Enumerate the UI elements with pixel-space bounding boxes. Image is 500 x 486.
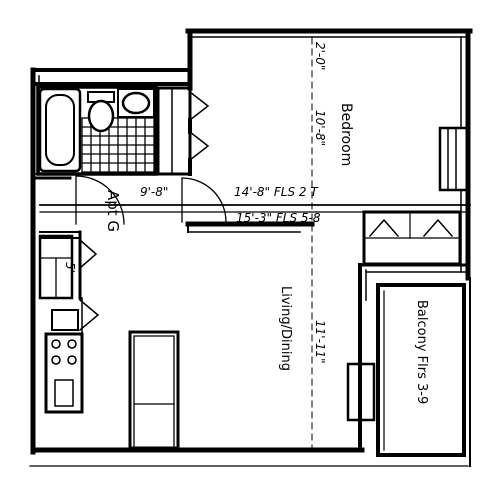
- bedroom-closet-doors: [368, 218, 454, 238]
- kitchen-counter-wall: [39, 231, 81, 239]
- bedroom-closet: [362, 210, 462, 266]
- bedroom-door-swing: [181, 177, 227, 223]
- span-lower-dimension: 15'-3" FLS 5-8: [236, 211, 321, 225]
- stove: [44, 332, 84, 414]
- bedroom-window: [438, 126, 470, 192]
- kitchen-dimension: 5': [63, 262, 77, 273]
- bath-door-swing: [75, 175, 125, 225]
- span-upper-dimension: 14'-8" FLS 2 T: [234, 185, 319, 199]
- apartment-label: Apt G: [104, 190, 122, 232]
- bathroom-tile-floor: [81, 117, 155, 173]
- balcony-label: Balcony Flrs 3-9: [414, 300, 429, 404]
- bedroom-label: Bedroom: [338, 103, 354, 166]
- dining-counter: [128, 330, 180, 450]
- balcony-outline: [376, 283, 466, 457]
- living-depth-dimension: 11'-11": [313, 320, 327, 364]
- bathtub: [38, 87, 82, 173]
- closet-bifold-door: [188, 90, 210, 122]
- bedroom-width-dimension: 2'-0": [313, 42, 327, 70]
- toilet: [87, 91, 115, 133]
- bedroom-depth-dimension: 10'-8": [313, 110, 327, 146]
- closet-1: [156, 86, 192, 176]
- kitchen-sink: [51, 309, 79, 331]
- hall-dimension: 9'-8": [140, 185, 168, 199]
- kitchen-closet-doors: [78, 238, 100, 332]
- living-dining-label: Living/Dining: [278, 286, 293, 371]
- bathroom-sink: [117, 88, 155, 118]
